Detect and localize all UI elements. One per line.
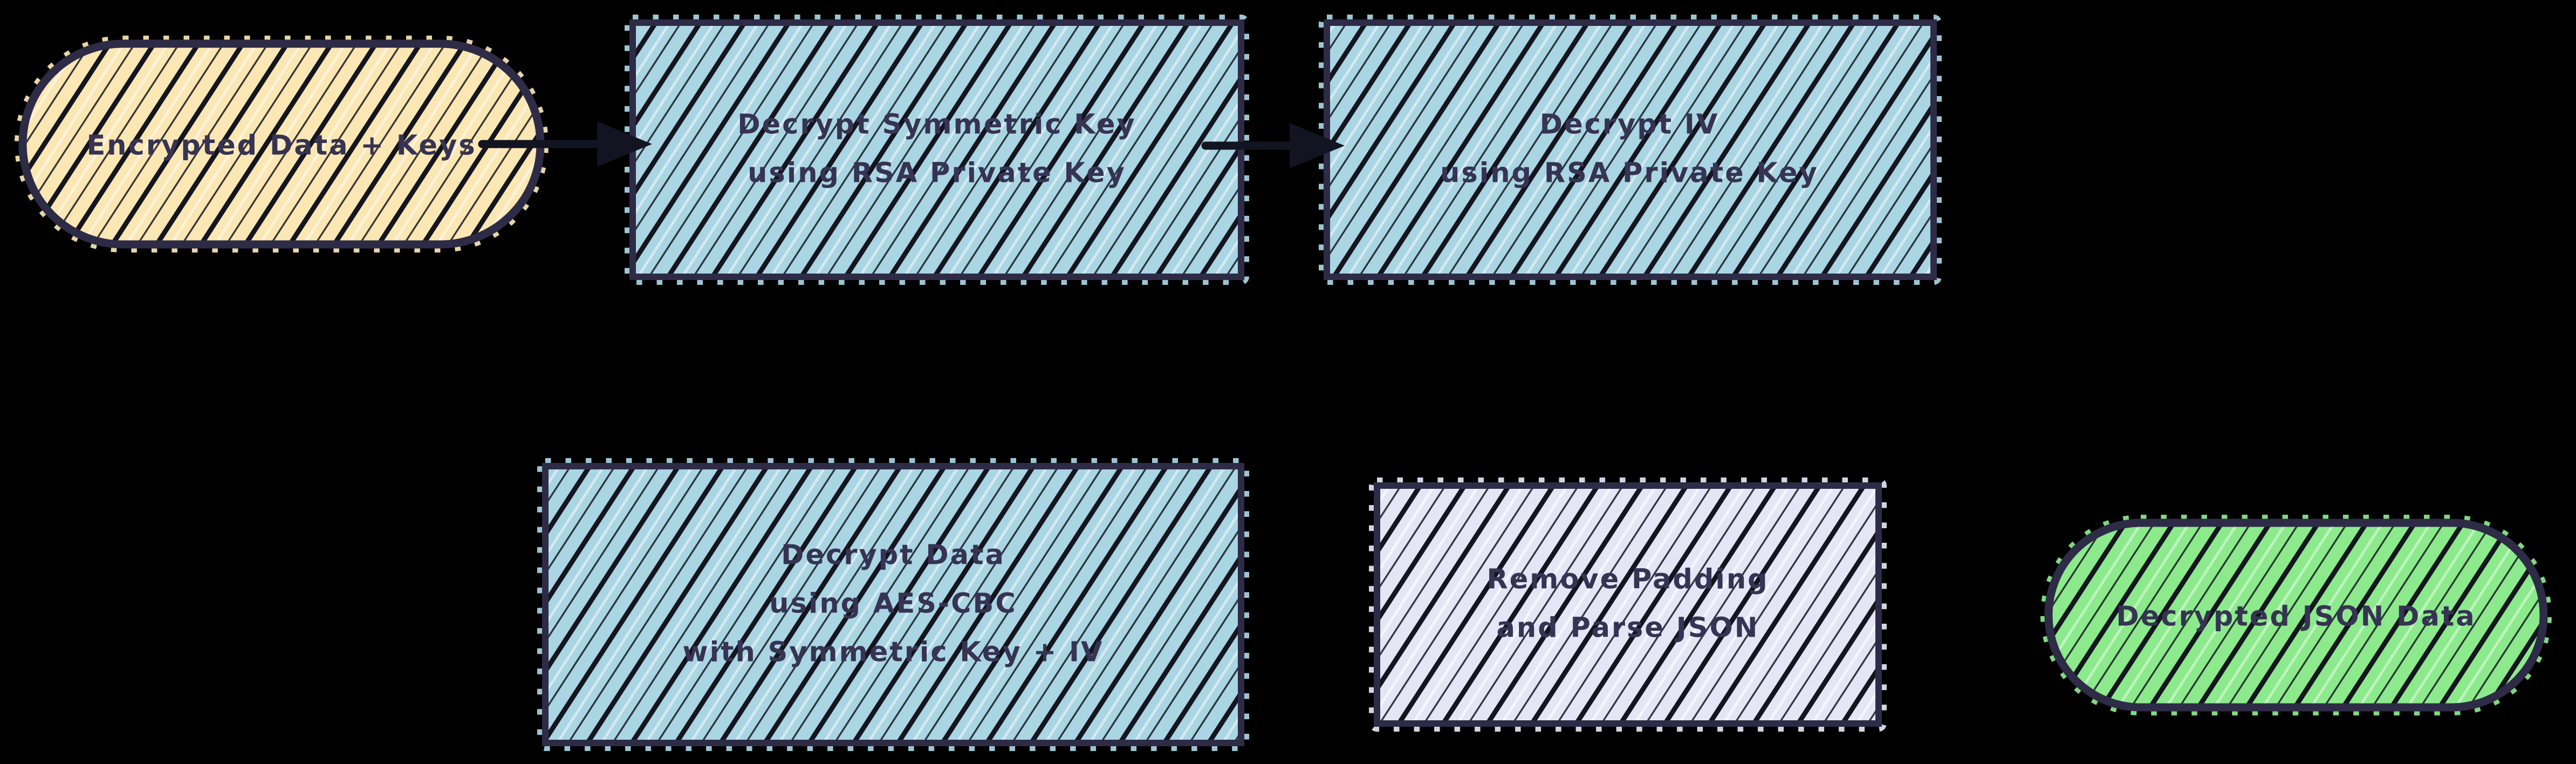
node-encrypted-data-keys: Encrypted Data + Keys [15, 36, 549, 253]
node-remove-padding-parse-json: Remove Padding and Parse JSON [1369, 478, 1887, 732]
node-decrypt-symmetric-key-shape [629, 19, 1244, 280]
node-remove-padding-parse-json-label-line-2: and Parse JSON [1496, 612, 1759, 644]
node-decrypt-iv-rough-edge [1319, 15, 1942, 285]
node-decrypt-iv-label-line-1: Decrypt IV [1540, 109, 1719, 141]
node-remove-padding-parse-json-rough-edge [1369, 478, 1887, 732]
node-decrypt-symmetric-key: Decrypt Symmetric Key using RSA Private … [625, 15, 1249, 285]
node-decrypt-symmetric-key-label-line-2: using RSA Private Key [748, 158, 1126, 189]
edge-encrypted-to-decrypt-symmetric-key [478, 121, 652, 167]
node-decrypt-symmetric-key-label-line-1: Decrypt Symmetric Key [737, 109, 1136, 141]
node-decrypted-json-data: Decrypted JSON Data [2040, 515, 2552, 715]
node-decrypted-json-data-rough-edge [2040, 515, 2552, 715]
node-decrypt-data-label-line-1: Decrypt Data [781, 540, 1005, 571]
edge-decrypt-symmetric-key-to-decrypt-iv [1201, 123, 1345, 168]
node-decrypted-json-data-label: Decrypted JSON Data [2116, 601, 2476, 633]
node-decrypt-iv: Decrypt IV using RSA Private Key [1319, 15, 1942, 285]
node-decrypt-data-rough-edge [537, 458, 1249, 751]
edge-decrypt-symmetric-key-to-decrypt-iv-arrowhead-icon [1290, 123, 1345, 168]
node-decrypt-data: Decrypt Data using AES-CBC with Symmetri… [537, 458, 1249, 751]
node-encrypted-data-keys-label: Encrypted Data + Keys [86, 130, 476, 162]
node-decrypted-json-data-shape [2044, 519, 2548, 712]
node-remove-padding-parse-json-shape [1374, 482, 1882, 727]
edge-encrypted-to-decrypt-symmetric-key-arrowhead-icon [597, 121, 652, 167]
node-decrypt-iv-label-line-2: using RSA Private Key [1440, 158, 1819, 189]
node-decrypt-data-shape [542, 463, 1244, 746]
node-remove-padding-parse-json-label-line-1: Remove Padding [1486, 564, 1769, 596]
node-decrypt-data-label-line-3: with Symmetric Key + IV [682, 637, 1104, 668]
node-decrypt-data-label-line-2: using AES-CBC [769, 588, 1017, 620]
node-decrypt-iv-shape [1324, 19, 1937, 280]
